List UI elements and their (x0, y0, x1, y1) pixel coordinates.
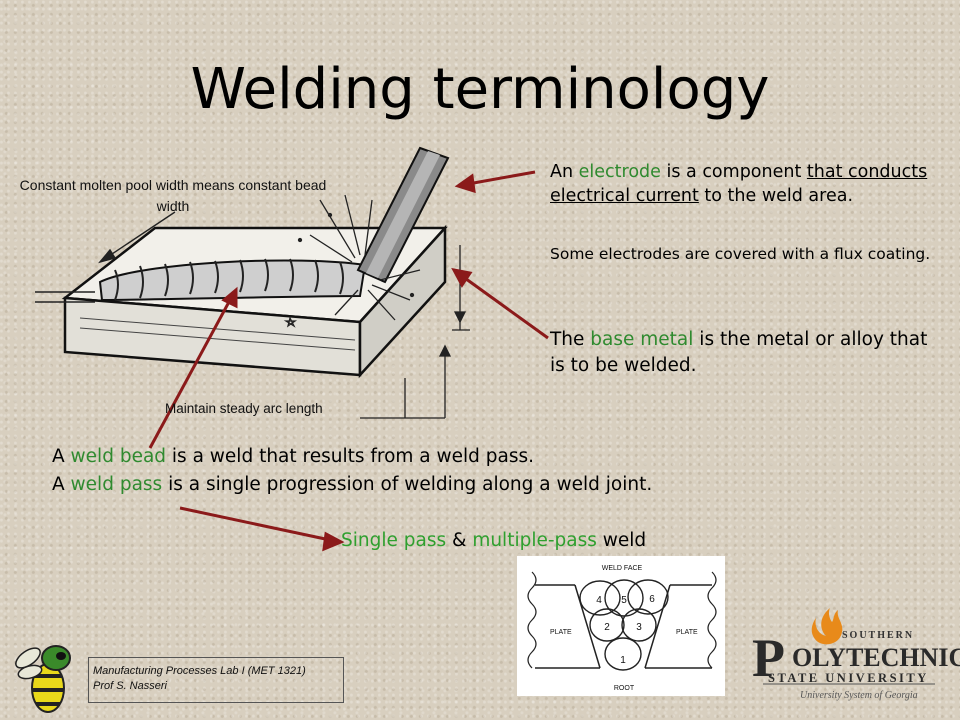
course-name: Manufacturing Processes Lab I (MET 1321) (93, 665, 306, 677)
term-base-metal: base metal (590, 329, 694, 350)
base-metal-definition: The base metal is the metal or alloy tha… (550, 327, 945, 379)
term-weld-pass: weld pass (70, 474, 163, 495)
hornet-mascot-icon (15, 645, 71, 713)
logo-southern: SOUTHERN (842, 630, 915, 641)
text-segment: & (446, 530, 473, 551)
text-segment: is a weld that results from a weld pass. (166, 446, 535, 467)
text-segment: A (52, 446, 71, 467)
text-segment: A (52, 474, 71, 495)
text-segment: is the metal or alloy that is to be weld… (550, 329, 928, 376)
pointer-arrows (148, 170, 549, 552)
electrode-drawing (356, 146, 450, 284)
single-multipass-caption: Single pass & multiple-pass weld (341, 529, 741, 553)
single-pass-label: Single pass (341, 530, 447, 551)
logo-system: University System of Georgia (800, 690, 918, 701)
travel-arrows (35, 211, 176, 303)
term-weld-bead: weld bead (70, 446, 167, 467)
text-segment: weld (596, 530, 647, 551)
logo-olytechnic: OLYTECHNIC (792, 643, 960, 672)
multiple-pass-label: multiple-pass (472, 530, 597, 551)
multipass-weld-diagram: WELD FACE PLATE PLATE ROOT 4 5 6 2 3 1 (517, 556, 725, 696)
pass-number: 4 (596, 595, 602, 606)
underlined-phrase: that conducts electrical current (550, 162, 928, 206)
electrode-definition: An electrode is a component that conduct… (550, 160, 945, 208)
text-segment: is a single progression of welding along… (162, 474, 653, 495)
instructor-name: Prof S. Nasseri (93, 680, 167, 692)
arc-sparks-drawing (283, 194, 421, 328)
flame-logo-icon (811, 608, 843, 645)
root-label: ROOT (614, 685, 635, 692)
pool-width-caption: Constant molten pool width means constan… (19, 177, 327, 214)
flux-coating-note: Some electrodes are covered with a flux … (550, 245, 931, 263)
text-segment: is a component (660, 162, 807, 182)
logo-big-p: P (752, 628, 785, 688)
pass-number: 6 (649, 594, 655, 605)
text-segment: The (550, 329, 591, 350)
course-footer: Manufacturing Processes Lab I (MET 1321)… (88, 657, 344, 703)
weld-bead-definition: A weld bead is a weld that results from … (52, 445, 932, 469)
dimension-lines (360, 245, 470, 419)
weld-face-label: WELD FACE (602, 565, 643, 572)
weld-bead-drawing (98, 258, 367, 302)
pass-number: 1 (620, 655, 626, 666)
pass-number: 3 (636, 622, 642, 633)
arc-length-caption: Maintain steady arc length (165, 401, 323, 416)
text-segment: An (550, 162, 579, 182)
plate-left-label: PLATE (550, 629, 572, 636)
pass-number: 2 (604, 622, 610, 633)
plate-right-label: PLATE (676, 629, 698, 636)
logo-state-university: STATE UNIVERSITY (768, 671, 929, 685)
weld-pass-definition: A weld pass is a single progression of w… (52, 473, 932, 497)
term-electrode: electrode (578, 162, 661, 182)
slide-title: Welding terminology (190, 57, 770, 122)
pass-number: 5 (621, 595, 627, 606)
text-segment: to the weld area. (698, 186, 854, 206)
